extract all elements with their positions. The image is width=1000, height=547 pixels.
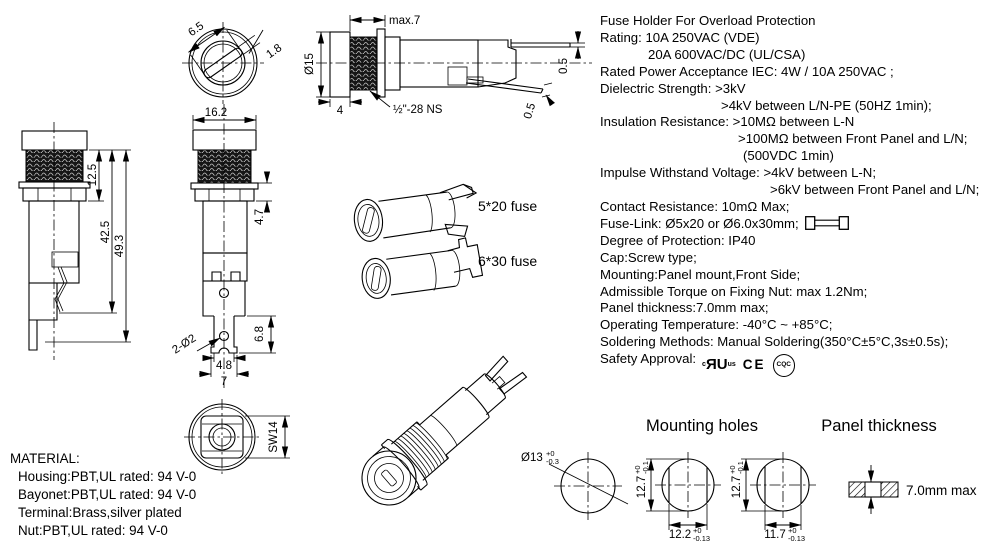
fuse-5x20-label: 5*20 fuse — [478, 198, 537, 214]
dim-hole1-height-tol-plus: +0 — [633, 465, 642, 474]
ce-mark: CE — [742, 356, 766, 372]
spec-line: Degree of Protection: IP40 — [600, 232, 756, 248]
front-view-long-drawing: 12.5 42.5 49.3 — [18, 122, 131, 360]
dim-cap-length: 4 — [337, 105, 344, 117]
dim-hole2-width-tol-plus: +0 — [788, 526, 797, 535]
dim-cap-width: 16.2 — [205, 107, 227, 119]
spec-line: Fuse Holder For Overload Protection — [600, 13, 816, 28]
spec-line: Panel thickness:7.0mm max; — [600, 300, 769, 316]
spec-text-block: Fuse Holder For Overload Protection Rati… — [600, 13, 998, 377]
spec-line: Operating Temperature: -40°C ~ +85°C; — [600, 317, 833, 333]
dim-hole2-height-tol-plus: +0 — [728, 465, 737, 474]
spec-line: Dielectric Strength: >3kV — [600, 80, 746, 96]
dim-tab-length: 6.8 — [254, 326, 266, 342]
side-view-drawing: Ø15 max.7 4 ½"-28 NS 0.5 0.5 — [304, 15, 592, 121]
bottom-view-drawing: SW14 — [184, 399, 290, 475]
dim-slot-length: 6.5 — [186, 20, 206, 39]
fuse-carrier-5x20-drawing: 5*20 fuse — [353, 183, 537, 242]
dim-overall-length: 49.3 — [114, 235, 126, 257]
spec-line-fuse-link: Fuse-Link: Ø5x20 or Ø6.0x30mm; — [600, 216, 998, 233]
dim-hole1-height-tol-minus: -0.1 — [641, 461, 650, 474]
spec-line: >4kV between L/N-PE (50HZ 1min); — [721, 97, 932, 113]
isometric-view-drawing — [361, 355, 528, 506]
spec-line: Rated Power Acceptance IEC: 4W / 10A 250… — [600, 63, 894, 79]
spec-line: Contact Resistance: 10mΩ Max; — [600, 198, 790, 214]
mounting-holes-section: Mounting holes 12.7 +0 -0.1 12.2 +0 -0.1… — [633, 417, 816, 543]
panel-thickness-drawing: Panel thickness 7.0mm max — [821, 417, 977, 514]
material-item: Bayonet:PBT,UL rated: 94 V-0 — [18, 487, 197, 502]
cqc-mark: CQC — [772, 353, 795, 377]
material-item: Terminal:Brass,silver plated — [18, 505, 182, 520]
dim-hole2-height: 12.7 — [731, 476, 743, 498]
top-view-drawing: 6.5 1.8 — [182, 20, 284, 104]
spec-line: Insulation Resistance: >10MΩ between L-N — [600, 114, 855, 130]
spec-line: Rating: 10A 250VAC (VDE) — [600, 29, 760, 45]
spec-line: Fuse-Link: Ø5x20 or Ø6.0x30mm; — [600, 215, 799, 231]
dim-tab-thickness-bottom: 0.5 — [522, 102, 538, 121]
dim-nut-height: 4.7 — [254, 209, 266, 225]
spec-line: Cap:Screw type; — [600, 249, 697, 265]
dim-cap-diameter: Ø15 — [304, 53, 316, 75]
dim-tab-width: 4.8 — [216, 360, 232, 372]
spec-line: Safety Approval: — [600, 351, 697, 367]
spec-line: 20A 600VAC/DC (UL/CSA) — [648, 46, 806, 62]
ul-mark-ru: ЯU — [705, 356, 728, 374]
dim-hole1-width: 12.2 — [669, 529, 691, 541]
front-view-panel-drawing: 16.2 4.7 6.8 4.8 — [170, 104, 276, 390]
dim-hole2-width: 11.7 — [764, 529, 786, 541]
material-item: Housing:PBT,UL rated: 94 V-0 — [18, 469, 197, 484]
dim-base-width: 7 — [221, 376, 227, 388]
dim-hole1-height: 12.7 — [636, 476, 648, 498]
material-heading: MATERIAL: — [10, 451, 80, 466]
ul-mark-c: c — [702, 361, 706, 369]
dim-panel-grip: max.7 — [389, 15, 420, 27]
dim-tab-thickness-top: 0.5 — [558, 58, 570, 74]
dim-thread-length: 12.5 — [87, 164, 99, 186]
spec-line: Admissible Torque on Fixing Nut: max 1.2… — [600, 283, 868, 299]
panel-thickness-label: 7.0mm max — [906, 483, 977, 498]
dim-wrench-size: SW14 — [268, 421, 280, 453]
dim-panel-hole-tol-plus: +0 — [546, 449, 555, 458]
spec-line: >100MΩ between Front Panel and L/N; — [738, 131, 968, 147]
mounting-holes-title: Mounting holes — [646, 417, 758, 435]
dim-slot-width: 1.8 — [264, 42, 284, 61]
panel-hole-drawing: Ø13 +0 -0.3 — [521, 449, 629, 520]
fuse-carrier-6x30-drawing: 6*30 fuse — [361, 237, 537, 299]
dim-hole1-width-tol-plus: +0 — [693, 526, 702, 535]
material-block: MATERIAL: Housing:PBT,UL rated: 94 V-0 B… — [10, 450, 196, 540]
material-item: Nut:PBT,UL rated: 94 V-0 — [18, 523, 168, 538]
fuse-link-icon — [804, 215, 849, 230]
ul-mark-us: us — [727, 361, 736, 369]
dim-terminal-holes: 2-Ø2 — [170, 332, 198, 356]
spec-line: Mounting:Panel mount,Front Side; — [600, 266, 801, 282]
dim-panel-hole-tol-minus: -0.3 — [546, 457, 559, 466]
fuse-6x30-label: 6*30 fuse — [478, 253, 537, 269]
mounting-hole-1-drawing: 12.7 +0 -0.1 12.2 +0 -0.13 — [633, 452, 721, 543]
spec-line: (500VDC 1min) — [743, 148, 834, 164]
spec-line: Impulse Withstand Voltage: >4kV between … — [600, 165, 876, 181]
dim-hole2-width-tol-minus: -0.13 — [788, 534, 805, 543]
spec-line: Soldering Methods: Manual Soldering(350°… — [600, 334, 949, 350]
panel-thickness-title: Panel thickness — [821, 417, 937, 435]
spec-line: >6kV between Front Panel and L/N; — [770, 182, 980, 198]
dim-panel-hole-dia: Ø13 — [521, 452, 543, 464]
dim-body-length: 42.5 — [100, 221, 112, 243]
thread-spec-label: ½"-28 NS — [393, 104, 443, 116]
mounting-hole-2-drawing: 12.7 +0 -0.1 11.7 +0 -0.13 — [728, 452, 816, 543]
dim-hole2-height-tol-minus: -0.1 — [736, 461, 745, 474]
dim-hole1-width-tol-minus: -0.13 — [693, 534, 710, 543]
